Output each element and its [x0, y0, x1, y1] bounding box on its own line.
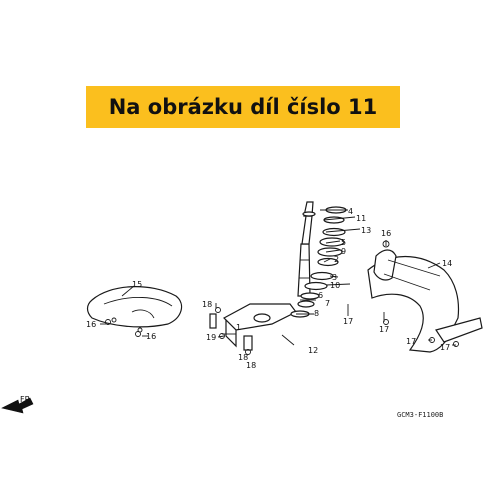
callout-8: 8 — [314, 309, 319, 318]
callout-16-frame: 16 — [381, 229, 391, 238]
callout-4: 4 — [348, 207, 353, 216]
callout-18-bottom: 18 — [246, 361, 256, 370]
callout-11: 11 — [356, 214, 366, 223]
callout-17-c: 17 — [406, 337, 416, 346]
callout-13: 13 — [361, 226, 371, 235]
frame-part — [367, 240, 483, 353]
callout-17-b: 17 — [379, 325, 389, 334]
callout-16-left: 16 — [86, 320, 96, 329]
lower-triple-clamp-part — [209, 303, 297, 351]
callout-leaders — [100, 209, 456, 346]
callout-17-d: 17 — [440, 343, 450, 352]
callout-5: 5 — [341, 238, 346, 247]
banner-text: Na obrázku díl číslo 11 — [108, 95, 378, 119]
callout-15: 15 — [132, 280, 142, 289]
callout-6: 6 — [318, 291, 323, 300]
front-direction-arrow: FR. — [1, 395, 34, 414]
callout-19: 19 — [206, 333, 216, 342]
callout-3: 3 — [332, 273, 337, 282]
diagram-code: GCM3-F1100B — [397, 411, 443, 419]
part-number-banner: Na obrázku díl číslo 11 — [86, 86, 400, 128]
callout-17-a: 17 — [343, 317, 353, 326]
callout-1: 1 — [236, 323, 241, 332]
callout-2: 2 — [334, 255, 339, 264]
callout-18-mid: 18 — [238, 353, 248, 362]
callout-18-top: 18 — [202, 300, 212, 309]
arrow-label: FR. — [20, 395, 32, 404]
callout-numbers: 4 11 13 5 9 2 16 14 3 10 6 7 8 17 17 17 … — [86, 207, 452, 370]
callout-9: 9 — [341, 247, 346, 256]
callout-14: 14 — [442, 259, 452, 268]
callout-16-right: 16 — [146, 332, 156, 341]
front-cover-part — [86, 286, 183, 333]
callout-10: 10 — [330, 281, 340, 290]
steering-stem-part — [297, 201, 316, 297]
callout-7: 7 — [325, 299, 330, 308]
callout-12: 12 — [308, 346, 318, 355]
